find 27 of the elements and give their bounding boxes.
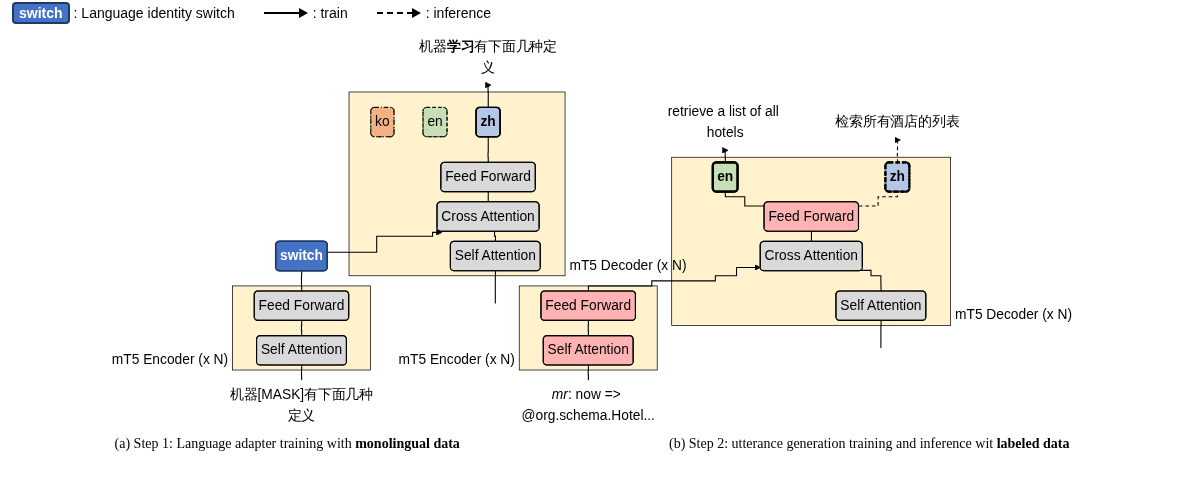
cluster [671, 156, 952, 326]
legend-text: : train [312, 5, 348, 21]
connector [301, 270, 303, 292]
legend-swatch: switch [12, 2, 70, 24]
node-text: 检索所有酒店的列表 [835, 113, 960, 130]
node-text: retrieve a list of all hotels [667, 103, 779, 140]
connector [724, 191, 765, 207]
node-label: mT5 Encoder (x N) [398, 351, 515, 367]
node-text: 机器[MASK]有下面几种定义 [229, 386, 374, 423]
arrow [327, 229, 443, 253]
arrow [587, 264, 761, 292]
node-label: mT5 Decoder (x N) [569, 257, 687, 273]
legend-text: : Language identity switch [73, 5, 235, 21]
connector [494, 270, 497, 305]
node-text: 机器学习有下面几种定义 [419, 38, 557, 75]
cluster [518, 285, 658, 371]
connector [880, 320, 882, 349]
legend-text: : inference [425, 5, 492, 21]
node-label: mT5 Encoder (x N) [111, 351, 229, 367]
caption: (b) Step 2: utterance generation training and inference wit labeled data [669, 436, 1070, 452]
connector [860, 269, 882, 292]
cluster [232, 285, 371, 371]
connector [487, 136, 489, 164]
cluster [348, 91, 566, 277]
node-label: mT5 Decoder (x N) [955, 306, 1073, 323]
node-text: mr: now => @org.schema.Hotel... [521, 386, 655, 423]
arrow [485, 81, 492, 109]
